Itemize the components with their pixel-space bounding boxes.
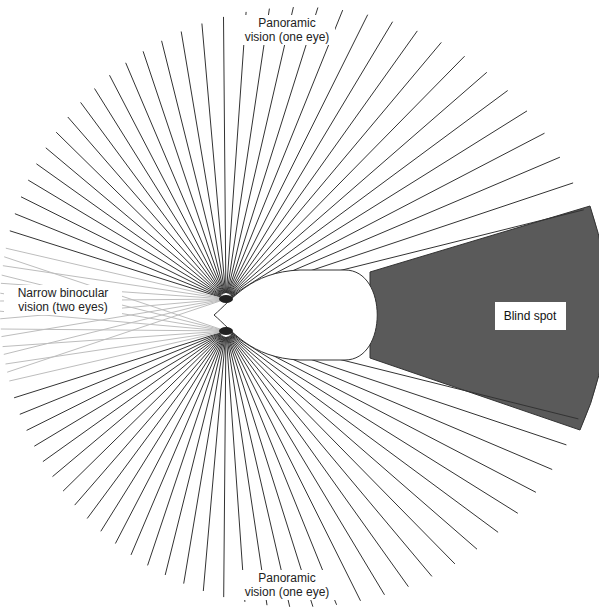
sight-lines [0,7,584,607]
sight-line [3,331,220,346]
sight-line [231,111,527,296]
sight-line [131,337,224,555]
region-label: Narrow binocular vision (two eyes) [4,285,122,315]
eye [219,327,233,335]
sight-line [228,8,318,294]
head-outline [214,270,377,360]
sight-line [43,335,221,462]
sight-line [203,337,225,591]
sight-line [20,333,221,414]
sight-line [184,337,225,584]
sight-line [230,336,432,577]
sight-line [229,336,361,600]
sight-line [227,9,270,294]
sight-line [36,164,221,296]
sight-line [227,337,267,605]
sight-line [231,72,487,295]
sight-line [63,335,222,491]
sight-line [228,337,313,607]
sight-line [27,334,221,431]
sight-line [226,12,246,293]
sight-line [6,332,221,364]
sight-line [46,148,222,295]
label-box: Blind spot [495,302,566,330]
sight-line [53,335,222,477]
sight-line [21,197,221,296]
sight-line [87,336,222,519]
sight-line [9,332,220,381]
sight-line [1,329,220,331]
sight-line [228,10,343,293]
sight-line [101,336,223,531]
sight-line [56,132,222,295]
sight-line [28,180,221,296]
sight-line [231,335,498,533]
sight-line [226,337,245,602]
sight-line [81,102,223,294]
sight-line [231,335,478,549]
sight-line [181,32,225,294]
sight-line [228,337,336,605]
sight-line [202,24,226,294]
sight-line [126,63,224,294]
sight-line [229,15,368,294]
sight-line [231,91,508,296]
sight-line [224,17,226,293]
sight-line [227,7,293,293]
sight-line [229,22,393,294]
region-label: Panoramic vision (one eye) [239,570,335,600]
sight-line [224,337,226,597]
region-label: Panoramic vision (one eye) [239,15,335,45]
sight-line [2,275,221,329]
sight-line [231,334,518,513]
sight-line [34,334,221,446]
eye [219,295,233,303]
sight-line [229,336,384,595]
sight-line [4,257,220,329]
box-label: Blind spot [504,309,557,323]
sight-line [227,337,289,607]
sight-line [14,333,220,398]
